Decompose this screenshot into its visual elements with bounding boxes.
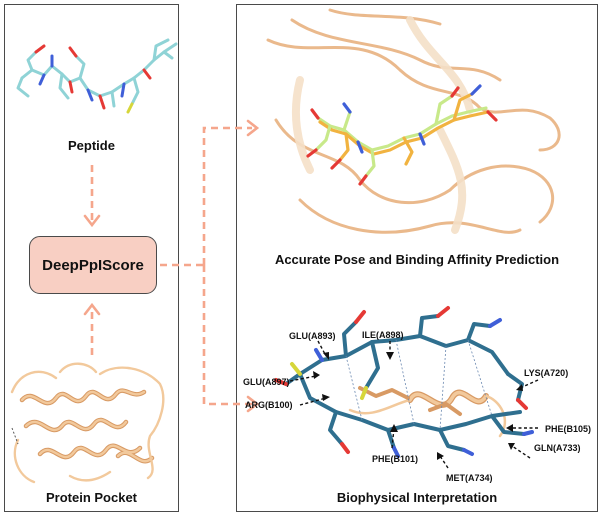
connector-to-interpretation-arrow (202, 265, 252, 406)
residue-label: GLU(A893) (289, 331, 336, 341)
connector-to-pose-arrow (202, 126, 252, 265)
peptide-label: Peptide (68, 138, 115, 153)
arrowhead-interpretation (246, 395, 260, 413)
residue-label: ARG(B100) (245, 400, 293, 410)
model-name: DeepPpIScore (42, 256, 144, 274)
protein-pocket-label: Protein Pocket (45, 490, 138, 505)
residue-label: LYS(A720) (524, 368, 568, 378)
model-box: DeepPpIScore (29, 236, 157, 294)
interpretation-label: Biophysical Interpretation (336, 490, 498, 505)
residue-label: GLN(A733) (534, 443, 581, 453)
residue-label: PHE(B105) (545, 424, 591, 434)
residue-label: ILE(A898) (362, 330, 404, 340)
residue-label: MET(A734) (446, 473, 493, 483)
pocket-gap-dashes (11, 427, 19, 445)
arrowhead-up (83, 302, 101, 316)
arrowhead-pose (246, 119, 260, 137)
residue-label: GLU(A897) (243, 377, 290, 387)
residue-label: PHE(B101) (372, 454, 418, 464)
pose-prediction-label: Accurate Pose and Binding Affinity Predi… (274, 252, 560, 267)
arrowhead-down (83, 214, 101, 228)
